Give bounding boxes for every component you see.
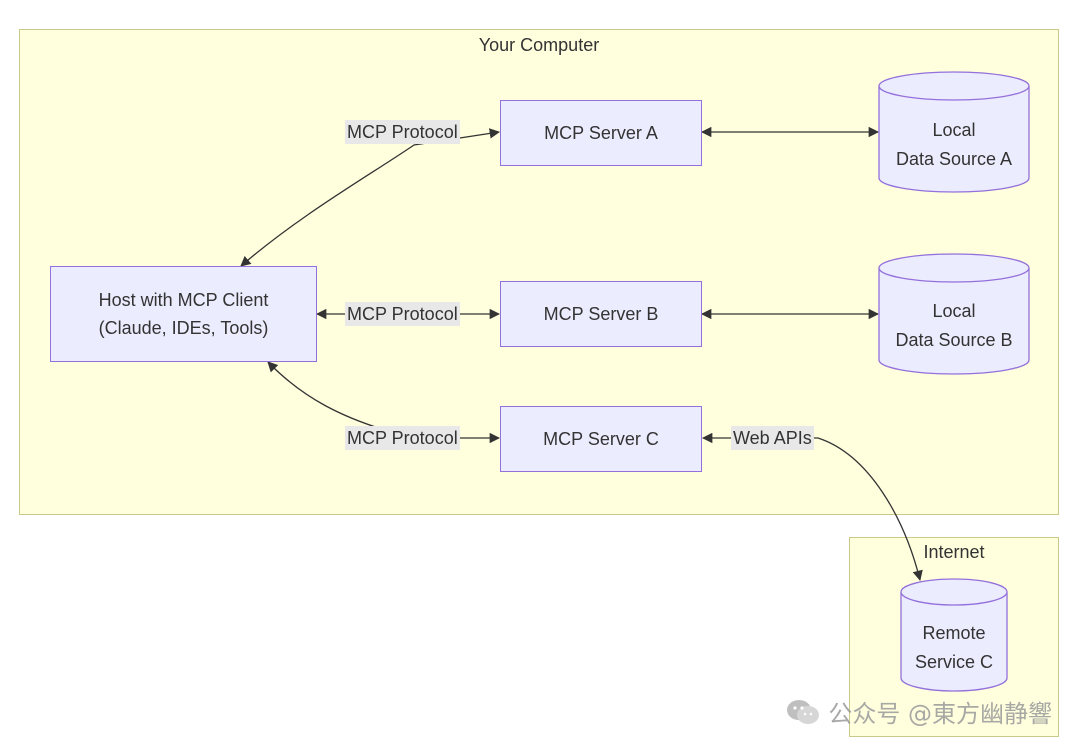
node-mcp-server-c: MCP Server C [500, 406, 702, 472]
local-b-line2: Data Source B [895, 330, 1013, 350]
node-host-line2: (Claude, IDEs, Tools) [98, 318, 269, 338]
cylinder-local-data-source-b [878, 253, 1030, 375]
node-mcp-server-b-label: MCP Server B [543, 304, 659, 324]
local-a-line1: Local [932, 120, 976, 140]
cluster-your-computer-title: Your Computer [478, 35, 600, 55]
edge-label-host-server-b: MCP Protocol [345, 302, 460, 326]
cylinder-remote-service-c [900, 578, 1008, 692]
remote-c-line2: Service C [914, 652, 994, 672]
node-mcp-server-c-label: MCP Server C [543, 429, 659, 449]
edge-label-server-c-remote: Web APIs [731, 426, 814, 450]
local-a-line2: Data Source A [895, 149, 1013, 169]
edge-host-server-a [240, 128, 501, 267]
remote-c-line1: Remote [922, 623, 986, 643]
cylinder-local-data-source-a [878, 71, 1030, 193]
local-b-line1: Local [932, 301, 976, 321]
local-data-source-b-text: Local Data Source B [879, 297, 1029, 355]
watermark: 公众号 @東方幽静響 [786, 694, 1052, 729]
watermark-text: 公众号 @東方幽静響 [828, 700, 1052, 728]
node-mcp-server-a: MCP Server A [500, 100, 702, 166]
node-mcp-server-b: MCP Server B [500, 281, 702, 347]
node-host-mcp-client: Host with MCP Client (Claude, IDEs, Tool… [50, 266, 317, 362]
edge-label-host-server-a: MCP Protocol [345, 120, 460, 144]
local-data-source-a-text: Local Data Source A [879, 116, 1029, 174]
edge-server-c-remote [701, 432, 923, 582]
node-mcp-server-a-label: MCP Server A [544, 123, 658, 143]
cluster-internet-title: Internet [923, 542, 985, 562]
remote-service-c-text: Remote Service C [901, 619, 1007, 677]
node-host-line1: Host with MCP Client [98, 290, 269, 310]
edge-label-host-server-c: MCP Protocol [345, 426, 460, 450]
wechat-icon [786, 698, 820, 726]
